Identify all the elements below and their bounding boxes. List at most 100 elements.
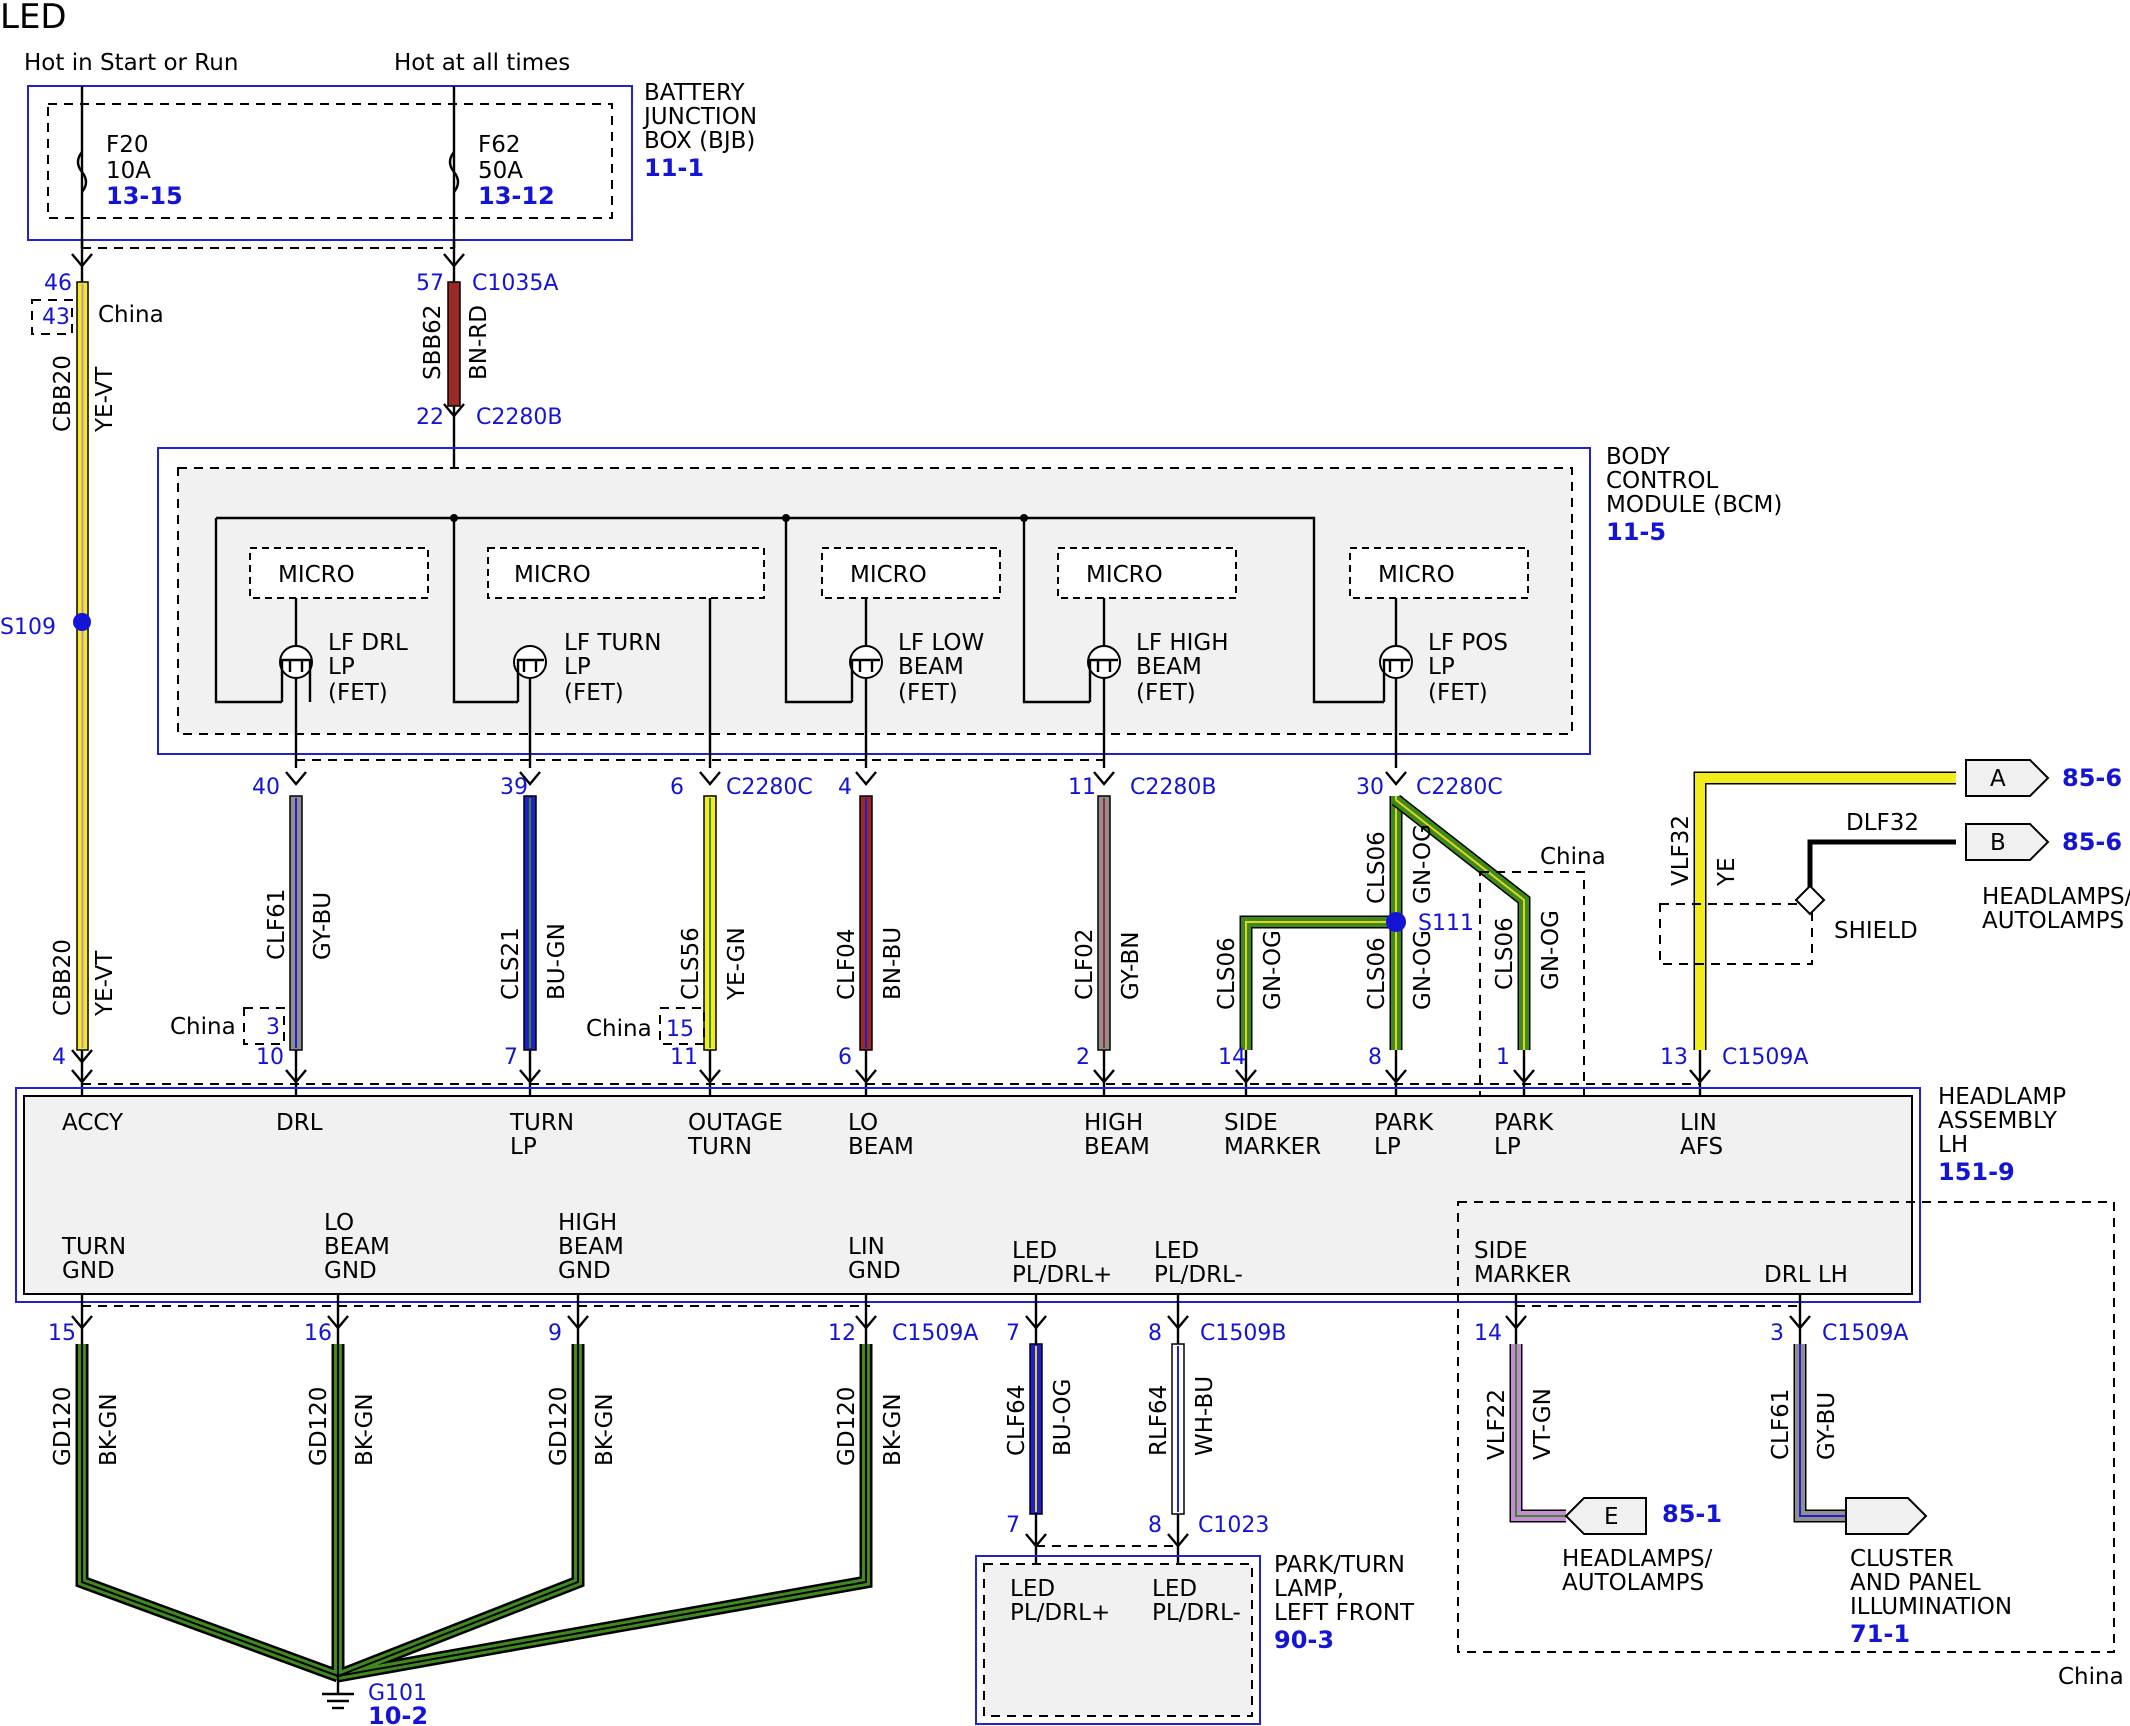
micro-label-2: MICRO: [514, 562, 591, 588]
clf61-lower-color-label: GY-BU: [1814, 1392, 1840, 1460]
pin-3-china: 3: [266, 1015, 280, 1040]
hl-pin-side-marker-china-2: MARKER: [1474, 1262, 1571, 1288]
hl-pin-turn-lp-1: TURN: [509, 1110, 574, 1136]
china-note-clf61: China: [170, 1014, 236, 1040]
offpage-connector-a[interactable]: [1965, 759, 2050, 797]
gd120-circuit-label-1: GD120: [50, 1387, 76, 1466]
cls06-color-label-top: GN-OG: [1410, 824, 1436, 904]
headlamps-autolamps-e-line-1: HEADLAMPS/: [1562, 1546, 1713, 1572]
wire-cls06-network: [1239, 794, 1531, 1050]
fet-icon: [279, 645, 313, 679]
pin-7-c1509b: 7: [1006, 1321, 1020, 1346]
headlamps-autolamps-e-line-2: AUTOLAMPS: [1562, 1570, 1704, 1596]
offpage-e-ref-link[interactable]: 85-1: [1662, 1500, 1722, 1528]
pin-8-c1023: 8: [1148, 1513, 1162, 1538]
headlamp-ref-link[interactable]: 151-9: [1938, 1158, 2015, 1186]
fuse-f20-symbol: [76, 151, 88, 193]
clf02-circuit-label: CLF02: [1072, 929, 1098, 1000]
offpage-connector-b[interactable]: [1965, 823, 2050, 861]
rlf64-color-label: WH-BU: [1192, 1376, 1218, 1456]
micro-box-2: [487, 547, 765, 599]
hl-pin-park-lp-china-2: LP: [1494, 1134, 1521, 1160]
clf61-circuit-label: CLF61: [264, 889, 290, 960]
splice-s109-label: S109: [0, 615, 56, 640]
body-control-module: BODY CONTROL MODULE (BCM) 11-5 MICRO MIC…: [157, 444, 1782, 768]
pin-46: 46: [44, 271, 72, 296]
wire-clf02: [1097, 795, 1111, 1051]
hl-pin-high-beam-gnd-3: GND: [558, 1258, 611, 1284]
hl-pin-turn-gnd-2: GND: [62, 1258, 115, 1284]
fuse-f62-ref-link[interactable]: 13-12: [478, 182, 555, 210]
cluster-label-line-2: AND PANEL: [1850, 1570, 1981, 1596]
hl-pin-lin-gnd-2: GND: [848, 1258, 901, 1284]
cbb20-color-label: YE-VT: [92, 366, 118, 433]
hot-all-times-label: Hot at all times: [394, 50, 570, 76]
pin-16-gnd: 16: [304, 1321, 332, 1346]
ground-g101-ref-link[interactable]: 10-2: [368, 1702, 428, 1726]
clf02-color-label: GY-BN: [1118, 932, 1144, 1000]
cbb20-circuit-label-lower: CBB20: [50, 939, 76, 1016]
fet-2-line-1: LF TURN: [564, 630, 661, 656]
fet-1-line-1: LF DRL: [328, 630, 408, 656]
micro-label-3: MICRO: [850, 562, 927, 588]
ptl-ref-link[interactable]: 90-3: [1274, 1626, 1334, 1654]
pin-11: 11: [670, 1045, 698, 1070]
hl-pin-lin-afs-2: AFS: [1680, 1134, 1723, 1160]
wire-clf64: [1025, 1343, 1047, 1564]
park-turn-lamp-left-front: LED PL/DRL+ LED PL/DRL- PARK/TURN LAMP, …: [975, 1552, 1415, 1725]
clf04-color-label: BN-BU: [880, 927, 906, 1000]
pin-14: 14: [1218, 1045, 1246, 1070]
micro-box-5: [1349, 547, 1529, 599]
pin-7-c1023: 7: [1006, 1513, 1020, 1538]
cls56-circuit-label: CLS56: [678, 927, 704, 1000]
offpage-connector-e[interactable]: [1564, 1497, 1647, 1535]
dlf32-circuit-label: DLF32: [1846, 810, 1919, 836]
ground-g101-label: G101: [368, 1681, 427, 1706]
headlamp-label-line-3: LH: [1938, 1132, 1968, 1158]
gd120-color-label-1: BK-GN: [96, 1393, 122, 1466]
pin-6-c1509a: 6: [838, 1045, 852, 1070]
wire-clf61-upper: [289, 795, 303, 1051]
china-note-cls56: China: [586, 1016, 652, 1042]
hl-pin-led-pl-drl-plus-1: LED: [1012, 1238, 1057, 1264]
offpage-b-ref-link[interactable]: 85-6: [2062, 828, 2122, 856]
connector-c2280b-top: C2280B: [476, 405, 562, 430]
fuse-f20-ref-link[interactable]: 13-15: [106, 182, 183, 210]
cluster-ref-link[interactable]: 71-1: [1850, 1620, 1910, 1648]
bcm-ref-link[interactable]: 11-5: [1606, 518, 1666, 546]
micro-label-4: MICRO: [1086, 562, 1163, 588]
pin-4-c2280c: 4: [838, 775, 852, 800]
hl-pin-lo-beam-1: LO: [848, 1110, 878, 1136]
pin-2: 2: [1076, 1045, 1090, 1070]
pin-15-gnd: 15: [48, 1321, 76, 1346]
fet-2-line-3: (FET): [564, 680, 624, 706]
bjb-ref-link[interactable]: 11-1: [644, 154, 704, 182]
bcm-label-line-3: MODULE (BCM): [1606, 492, 1782, 518]
hl-pin-side-marker-china-1: SIDE: [1474, 1238, 1528, 1264]
park-turn-lamp-frame: [975, 1555, 1261, 1725]
pin-22: 22: [416, 405, 444, 430]
shield-label: SHIELD: [1834, 918, 1918, 944]
ptl-pin-1-line-2: PL/DRL+: [1010, 1600, 1110, 1626]
pin-39: 39: [500, 775, 528, 800]
bcm-frame: [157, 447, 1591, 755]
hl-pin-high-beam-gnd-2: BEAM: [558, 1234, 624, 1260]
clf64-color-label: BU-OG: [1050, 1379, 1076, 1456]
hl-pin-outage-turn-2: TURN: [687, 1134, 752, 1160]
cls06-color-label-14: GN-OG: [1260, 930, 1286, 1010]
offpage-a-ref-link[interactable]: 85-6: [2062, 764, 2122, 792]
hl-pin-turn-lp-2: LP: [510, 1134, 537, 1160]
pin-11-c2280b: 11: [1068, 775, 1096, 800]
fet-5-line-1: LF POS: [1428, 630, 1508, 656]
wire-clf04: [859, 795, 873, 1051]
offpage-connector-cluster[interactable]: [1845, 1497, 1928, 1535]
connector-c2280b: C2280B: [1130, 775, 1216, 800]
wire-rlf64: [1167, 1343, 1189, 1564]
sbb62-circuit-label: SBB62: [420, 305, 446, 380]
bjb-inner: [47, 103, 613, 219]
splice-s111-label: S111: [1418, 911, 1474, 936]
pin-15-china: 15: [666, 1017, 694, 1042]
hl-pin-high-beam-1: HIGH: [1084, 1110, 1143, 1136]
rlf64-circuit-label: RLF64: [1146, 1385, 1172, 1456]
